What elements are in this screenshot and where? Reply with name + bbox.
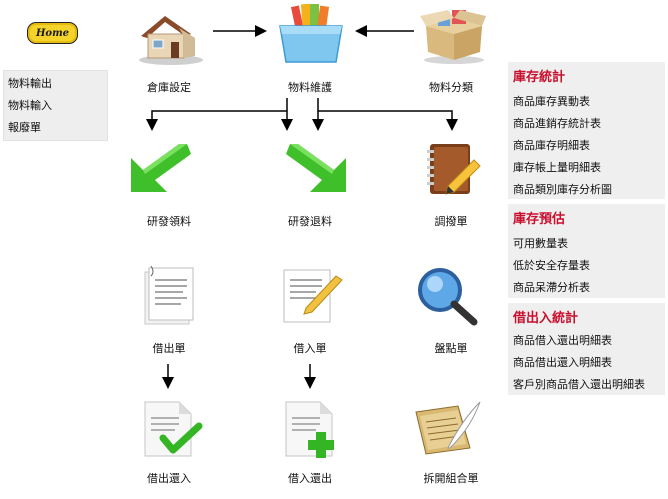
node-label-lend-out[interactable]: 借出單 [152,342,186,355]
section-title-lend-borrow-stats: 借出入統計 [513,311,579,326]
right-panel-inventory-forecast: 庫存預估 可用數量表 低於安全存量表 商品呆滯分析表 [508,204,665,298]
section-title-inventory-stats: 庫存統計 [513,70,566,85]
report-link[interactable]: 商品類別庫存分析圖 [513,183,612,196]
node-label-rd-return[interactable]: 研發退料 [288,215,332,228]
notebook-pencil-icon[interactable] [418,138,488,198]
node-label-material-class[interactable]: 物料分類 [429,81,473,94]
left-menu-item-material-input[interactable]: 物料輸入 [8,99,52,112]
node-label-transfer[interactable]: 調撥單 [434,215,468,228]
report-link[interactable]: 商品庫存明細表 [513,139,590,152]
left-menu-item-material-output[interactable]: 物料輸出 [8,77,52,90]
node-label-borrow-return[interactable]: 借入還出 [288,472,332,485]
open-box-icon[interactable] [418,6,488,66]
green-arrow-down-left-icon[interactable] [125,140,195,200]
report-link[interactable]: 商品借入還出明細表 [513,334,612,347]
node-label-disassemble[interactable]: 拆開組合單 [423,472,479,485]
left-menu-panel: 物料輸出 物料輸入 報廢單 [3,70,108,141]
arrow-maintain-to-rdissue [146,110,287,131]
home-button[interactable]: Home [27,22,78,44]
left-menu-item-scrap-form[interactable]: 報廢單 [8,121,41,134]
scroll-quill-icon[interactable] [412,398,482,458]
document-check-icon[interactable] [135,398,205,458]
node-label-borrow-in[interactable]: 借入單 [293,342,327,355]
report-link[interactable]: 商品進銷存統計表 [513,117,601,130]
report-link[interactable]: 商品呆滯分析表 [513,281,590,294]
report-link[interactable]: 可用數量表 [513,237,568,250]
node-label-material-maintain[interactable]: 物料維護 [288,81,332,94]
house-icon[interactable] [135,8,205,68]
arrow-maintain-to-transfer [317,98,458,131]
node-label-rd-issue[interactable]: 研發領料 [147,215,191,228]
right-panel-lend-borrow-stats: 借出入統計 商品借入還出明細表 商品借出還入明細表 客戶別商品借入還出明細表 [508,303,665,395]
report-link[interactable]: 商品借出還入明細表 [513,356,612,369]
right-panel-inventory-stats: 庫存統計 商品庫存異動表 商品進銷存統計表 商品庫存明細表 庫存帳上量明細表 商… [508,62,665,199]
green-arrow-down-right-icon[interactable] [282,140,352,200]
document-pen-icon[interactable] [276,266,346,326]
report-link[interactable]: 庫存帳上量明細表 [513,161,601,174]
node-label-stocktake[interactable]: 盤點單 [434,342,468,355]
node-label-lend-return[interactable]: 借出還入 [147,472,191,485]
document-icon[interactable] [135,265,205,326]
report-link[interactable]: 客戶別商品借入還出明細表 [513,378,645,391]
report-link[interactable]: 商品庫存異動表 [513,95,590,108]
node-label-warehouse[interactable]: 倉庫設定 [147,81,191,94]
magnifier-icon[interactable] [412,264,482,326]
report-link[interactable]: 低於安全存量表 [513,259,590,272]
file-box-icon[interactable] [276,3,346,64]
section-title-inventory-forecast: 庫存預估 [513,212,566,227]
document-plus-icon[interactable] [276,398,346,458]
